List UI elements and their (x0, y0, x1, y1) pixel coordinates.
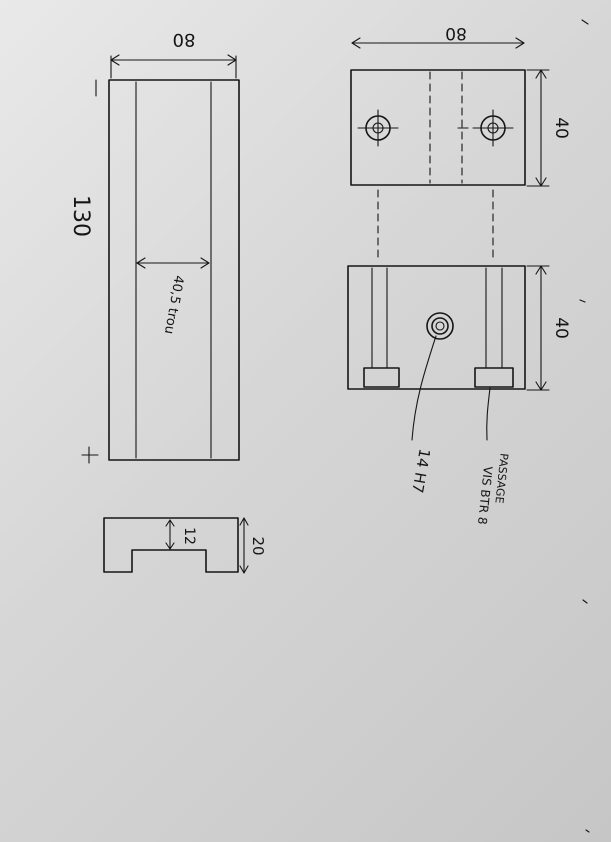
callout-bolt-line1: PASSAGE (492, 453, 510, 505)
section-outline (103, 517, 239, 573)
dim-arrows-section-depth (239, 517, 249, 574)
main-part-view (81, 54, 240, 464)
bolt-head-right (474, 367, 514, 388)
center-hole-inner (435, 321, 445, 331)
callout-hole-note: 14 H7 (408, 447, 433, 494)
upper-block-outline (350, 69, 526, 186)
leader-line-hole (411, 335, 437, 441)
dim-label-slot: 12 (181, 527, 197, 545)
leader-line-bolt (486, 387, 491, 441)
dim-arrows-slot (165, 519, 175, 550)
dim-arrows-top-width (110, 54, 237, 66)
dim-label-upper-height: 40 (551, 117, 571, 139)
dim-label-lower-height: 40 (551, 317, 571, 339)
lower-block-outline (347, 265, 526, 390)
dim-label-length: 130 (68, 195, 93, 237)
dim-label-section-depth: 20 (249, 536, 267, 555)
dim-arrows-lower-height (535, 265, 547, 391)
dim-arrows-upper-height (535, 69, 547, 187)
dim-label-top-width: 80 (173, 29, 196, 50)
dim-arrows-groove (136, 257, 210, 269)
center-hole-mid (431, 317, 449, 335)
section-view (103, 517, 249, 574)
dim-label-groove: 40,5 trou (161, 274, 186, 335)
center-hole-outer (426, 312, 454, 340)
dim-label-view-width: 80 (445, 23, 467, 43)
dim-arrows-view-width (351, 37, 525, 49)
paper-specks (579, 19, 590, 833)
main-part-outline (108, 79, 240, 461)
bolt-head-left (363, 367, 400, 388)
callout-bolt-line2: VIS BTR 8 (475, 466, 495, 526)
lower-block-view (347, 265, 550, 441)
upper-block-view (350, 37, 550, 187)
